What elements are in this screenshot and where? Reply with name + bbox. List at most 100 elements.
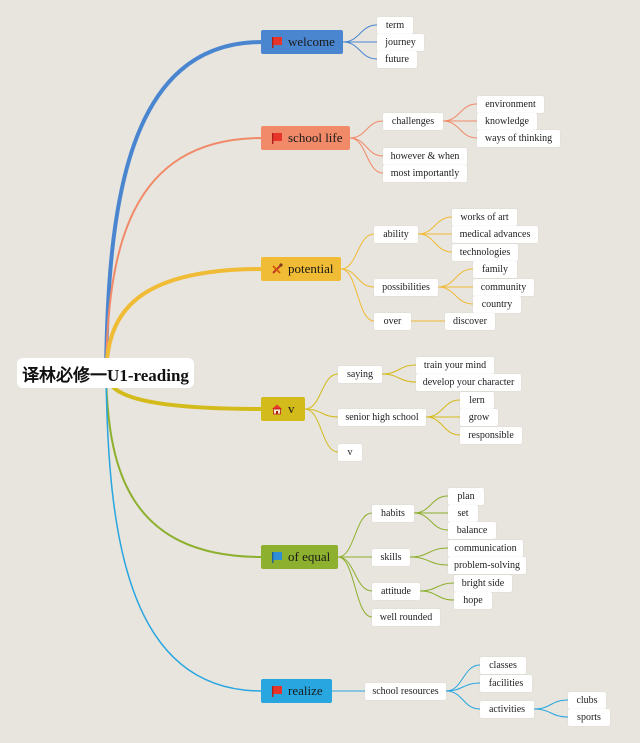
node-skills[interactable]: skills xyxy=(372,549,410,566)
node-saying[interactable]: saying xyxy=(338,366,382,383)
node-term[interactable]: term xyxy=(377,17,413,34)
node-well-rounded[interactable]: well rounded xyxy=(372,609,440,626)
node-medical-advances[interactable]: medical advances xyxy=(452,226,538,243)
blue-flag-icon xyxy=(271,551,283,563)
link-activities-child xyxy=(533,708,569,718)
node-journey[interactable]: journey xyxy=(377,34,424,51)
branch-welcome[interactable]: welcome xyxy=(261,30,343,54)
link-potential-child xyxy=(340,268,375,288)
link-school-life-child xyxy=(349,137,384,174)
branch-realize[interactable]: realize xyxy=(261,679,332,703)
link-activities-child xyxy=(533,699,569,710)
link-of-equal-child xyxy=(337,556,373,618)
node-clubs[interactable]: clubs xyxy=(568,692,606,709)
link-root-welcome xyxy=(104,40,264,375)
node-set[interactable]: set xyxy=(448,505,478,522)
link-skills-child xyxy=(409,547,449,558)
node-technologies[interactable]: technologies xyxy=(452,244,518,261)
node-train-your-mind[interactable]: train your mind xyxy=(416,357,494,374)
node-however-when[interactable]: however & when xyxy=(383,148,467,165)
node-senior-high-school[interactable]: senior high school xyxy=(338,409,426,426)
link-habits-child xyxy=(413,495,449,514)
node-ability[interactable]: ability xyxy=(374,226,418,243)
link-shs-child xyxy=(425,416,461,436)
link-potential-child xyxy=(340,268,375,322)
node-works-of-art[interactable]: works of art xyxy=(452,209,517,226)
node-habits[interactable]: habits xyxy=(372,505,414,522)
branch-school-life[interactable]: school life xyxy=(261,126,350,150)
link-ability-child xyxy=(417,216,453,235)
node-develop-your-character[interactable]: develop your character xyxy=(416,374,521,391)
node-attitude[interactable]: attitude xyxy=(372,583,420,600)
link-possibilities-child xyxy=(437,268,474,288)
link-v-child xyxy=(304,408,339,418)
node-hope[interactable]: hope xyxy=(454,592,492,609)
link-school-resources-child xyxy=(445,682,481,692)
node-environment[interactable]: environment xyxy=(477,96,544,113)
branch-label: v xyxy=(288,401,295,416)
branch-label: of equal xyxy=(288,549,331,564)
node-knowledge[interactable]: knowledge xyxy=(477,113,537,130)
link-attitude-child xyxy=(419,582,455,592)
node-ways-of-thinking[interactable]: ways of thinking xyxy=(477,130,560,147)
link-challenges-child xyxy=(442,103,478,122)
link-v-child xyxy=(304,408,339,453)
branch-label: school life xyxy=(288,130,343,145)
link-root-potential xyxy=(104,267,264,375)
link-attitude-child xyxy=(419,590,455,601)
link-root-of-equal xyxy=(105,372,263,558)
node-balance[interactable]: balance xyxy=(448,522,496,539)
link-root-realize xyxy=(105,372,263,692)
branch-potential[interactable]: potential xyxy=(261,257,341,281)
node-country[interactable]: country xyxy=(473,296,521,313)
node-sports[interactable]: sports xyxy=(568,709,610,726)
node-family[interactable]: family xyxy=(473,261,517,278)
node-responsible[interactable]: responsible xyxy=(460,427,522,444)
link-school-life-child xyxy=(349,120,384,139)
branch-of-equal[interactable]: of equal xyxy=(261,545,338,569)
node-community[interactable]: community xyxy=(473,279,534,296)
house-icon xyxy=(271,403,283,415)
root-topic[interactable]: 译林必修一U1-reading xyxy=(17,358,194,388)
branch-label: realize xyxy=(288,683,323,698)
link-challenges-child xyxy=(442,120,478,139)
link-possibilities-child xyxy=(437,286,474,305)
link-saying-child xyxy=(381,373,417,383)
tools-icon xyxy=(271,263,283,275)
link-v-child xyxy=(304,373,339,410)
node-discover[interactable]: discover xyxy=(445,313,495,330)
branch-label: potential xyxy=(288,261,334,276)
node-most-importantly[interactable]: most importantly xyxy=(383,165,467,182)
link-habits-child xyxy=(413,512,449,531)
link-school-life-child xyxy=(349,137,384,157)
node-problem-solving[interactable]: problem-solving xyxy=(448,557,526,574)
node-over[interactable]: over xyxy=(374,313,411,330)
node-lern[interactable]: lern xyxy=(460,392,494,409)
node-possibilities[interactable]: possibilities xyxy=(374,279,438,296)
node-school-resources[interactable]: school resources xyxy=(365,683,446,700)
red-flag-icon xyxy=(271,685,283,697)
branch-v[interactable]: v xyxy=(261,397,305,421)
link-ability-child xyxy=(417,233,453,253)
link-welcome-child xyxy=(342,41,378,60)
link-saying-child xyxy=(381,364,417,375)
node-grow[interactable]: grow xyxy=(460,409,498,426)
link-of-equal-child xyxy=(337,512,373,558)
node-facilities[interactable]: facilities xyxy=(480,675,532,692)
node-bright-side[interactable]: bright side xyxy=(454,575,512,592)
red-flag-icon xyxy=(271,132,283,144)
node-plan[interactable]: plan xyxy=(448,488,484,505)
branch-label: welcome xyxy=(288,34,335,49)
node-activities[interactable]: activities xyxy=(480,701,534,718)
node-challenges[interactable]: challenges xyxy=(383,113,443,130)
node-communication[interactable]: communication xyxy=(448,540,523,557)
link-root-school-life xyxy=(105,137,263,374)
link-welcome-child xyxy=(342,24,378,43)
link-potential-child xyxy=(340,233,375,270)
node-classes[interactable]: classes xyxy=(480,657,526,674)
node-future[interactable]: future xyxy=(377,51,417,68)
node-v[interactable]: v xyxy=(338,444,362,461)
link-shs-child xyxy=(425,399,461,418)
